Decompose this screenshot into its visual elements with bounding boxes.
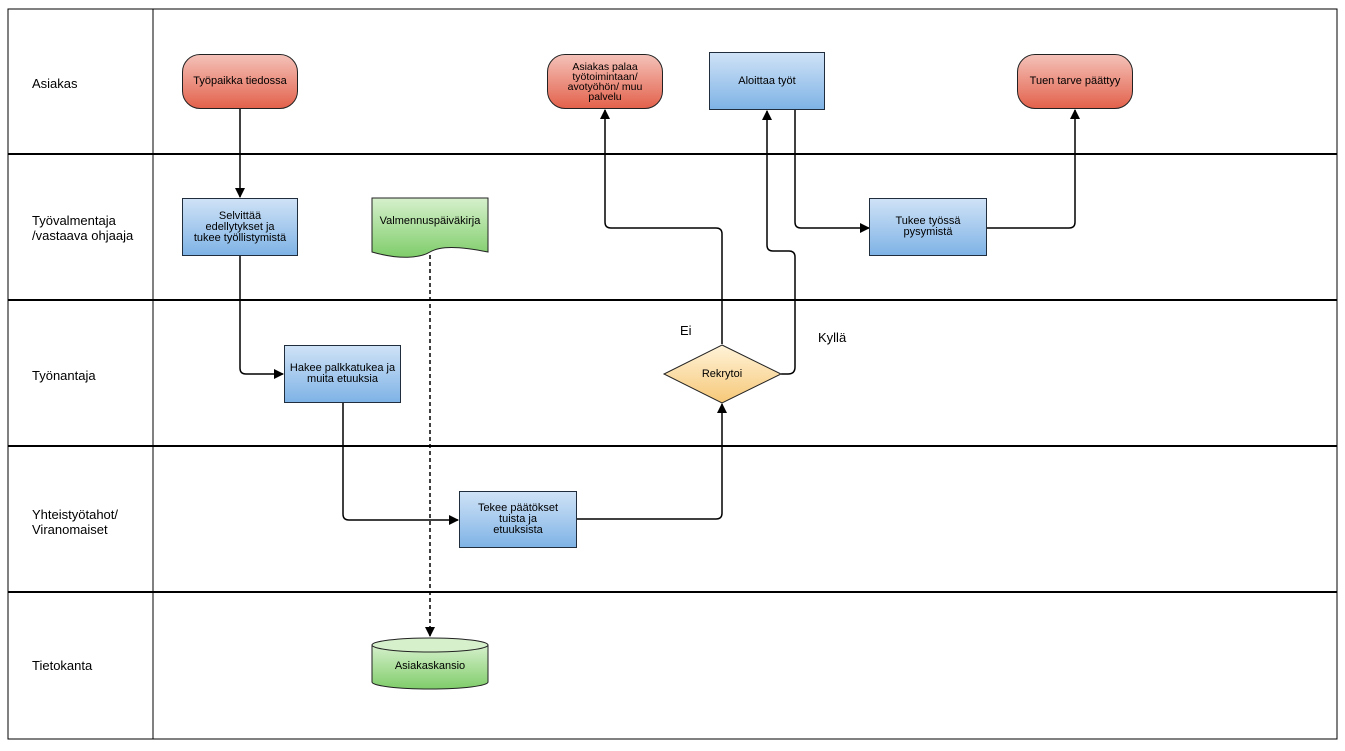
node-tukee-tyossa: Tukee työssä pysymistä <box>869 198 987 256</box>
node-hakee-palkkatukea: Hakee palkkatukea ja muita etuuksia <box>284 345 401 403</box>
node-aloittaa-tyot: Aloittaa työt <box>709 52 825 110</box>
database-shape <box>371 637 489 690</box>
lane-label-tietokanta: Tietokanta <box>32 658 93 673</box>
node-asiakaskansio: Asiakaskansio <box>394 659 466 672</box>
node-tuen-tarve-paattyy: Tuen tarve päättyy <box>1017 54 1133 109</box>
lane-label-yhteistyotahot: Yhteistyötahot/ Viranomaiset <box>32 507 118 537</box>
connector-kylla-to-aloittaa <box>762 110 796 375</box>
lane-label-tyovalmentaja: Työvalmentaja /vastaava ohjaaja <box>32 213 134 243</box>
node-selvittaa: Selvittää edellytykset ja tukee työllist… <box>182 198 298 256</box>
node-rekrytoi: Rekrytoi <box>701 367 743 380</box>
connector-tukee-to-tuen-tarve <box>987 109 1080 229</box>
document-shape <box>371 197 489 258</box>
edge-label-ei: Ei <box>680 323 692 338</box>
connector-hakee-to-tekee <box>342 402 459 525</box>
decision-shape <box>662 344 783 404</box>
node-valmennuspaivakirja: Valmennuspäiväkirja <box>379 214 481 227</box>
connector-tekee-to-rekrytoi <box>577 403 727 520</box>
connector-selvittaa-to-hakee <box>239 256 284 379</box>
connector-aloittaa-to-tukee <box>794 110 870 233</box>
lane-label-tyonantaja: Työnantaja <box>32 368 96 383</box>
node-asiakas-palaa: Asiakas palaa työtoimintaan/ avotyöhön/ … <box>547 54 663 109</box>
pool-border <box>7 8 1338 740</box>
connector-ei-to-asiakas-palaa <box>600 109 723 344</box>
edge-label-kylla: Kyllä <box>818 330 847 345</box>
node-tekee-paatokset: Tekee päätökset tuista ja etuuksista <box>459 491 577 548</box>
lane-label-asiakas: Asiakas <box>32 76 78 91</box>
node-tyopaikka-tiedossa: Työpaikka tiedossa <box>182 54 298 109</box>
